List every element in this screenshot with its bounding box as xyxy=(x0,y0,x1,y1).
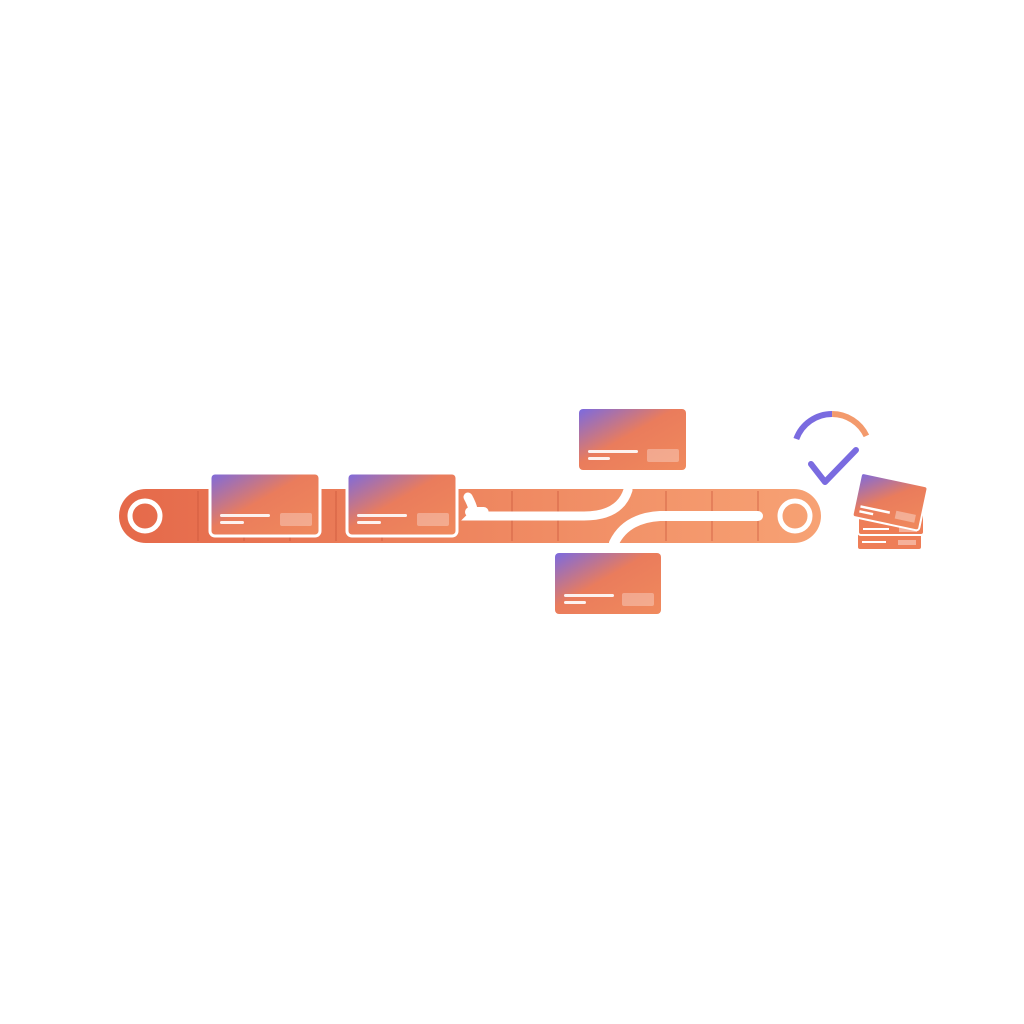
check-icon xyxy=(808,447,859,485)
progress-ring-purple-arc xyxy=(793,410,833,441)
card-sorted-down xyxy=(555,553,661,614)
card-stack-icon xyxy=(851,472,929,551)
card-on-belt-1 xyxy=(208,471,322,538)
stack-card-top xyxy=(851,472,929,532)
progress-ring-orange-arc xyxy=(831,411,870,438)
sorting-track-lower xyxy=(609,511,763,548)
card-on-belt-2 xyxy=(345,471,459,538)
progress-ring-icon xyxy=(793,410,870,441)
pulley-icon xyxy=(777,498,813,534)
card-sorted-up xyxy=(579,409,686,470)
pulley-icon xyxy=(127,498,163,534)
sorting-track-upper xyxy=(461,485,633,521)
